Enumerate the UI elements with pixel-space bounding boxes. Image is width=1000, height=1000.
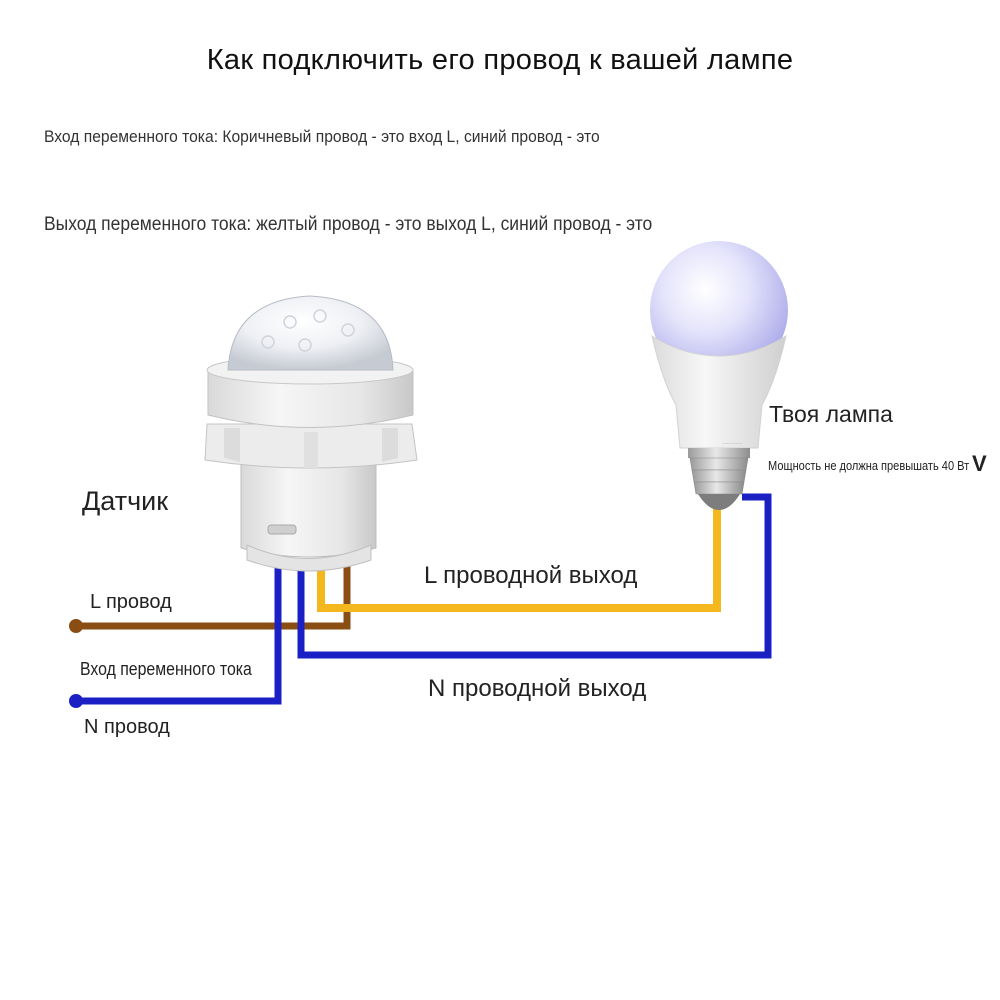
lamp-image: ~~~~~ [650, 241, 788, 510]
yellow-wire [317, 502, 721, 612]
brown-wire [76, 562, 351, 630]
n-wire-label: N провод [84, 716, 170, 738]
sensor-image [204, 295, 418, 572]
page-title: Как подключить его провод к вашей лампе [206, 44, 794, 76]
l-output-label: L проводной выход [424, 562, 638, 589]
power-check-mark: V [972, 451, 987, 476]
svg-text:~~~~~: ~~~~~ [722, 441, 742, 448]
lamp-power-note: Мощность не должна превышать 40 Вт [768, 458, 970, 473]
l-wire-terminal [69, 619, 83, 633]
n-wire-terminal [69, 694, 83, 708]
blue-wire-output [297, 493, 772, 659]
ac-input-description: Вход переменного тока: Коричневый провод… [44, 127, 600, 146]
ac-input-label: Вход переменного тока [80, 659, 252, 679]
blue-wire-input [76, 562, 282, 705]
n-output-label: N проводной выход [428, 675, 647, 702]
wires [76, 493, 772, 705]
lamp-label: Твоя лампа [769, 401, 893, 427]
ac-output-description: Выход переменного тока: желтый провод - … [44, 214, 653, 235]
l-wire-label: L провод [90, 591, 172, 613]
sensor-label: Датчик [82, 486, 169, 516]
